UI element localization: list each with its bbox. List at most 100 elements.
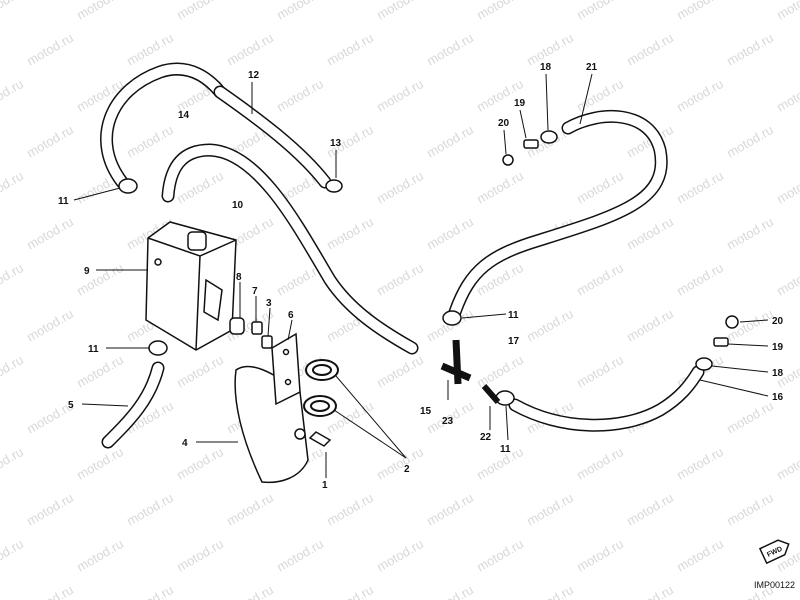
watermark-text: motod.ru [0, 260, 26, 299]
clamp-11c [442, 310, 462, 326]
clamps-2 [303, 359, 339, 417]
clamp-11b [148, 340, 168, 356]
watermark-text: motod.ru [74, 536, 126, 575]
watermark-text: motod.ru [774, 168, 800, 207]
callout-8: 8 [236, 272, 242, 283]
clamp-11d [495, 390, 515, 406]
callout-17: 17 [508, 336, 520, 347]
watermark-text: motod.ru [374, 444, 426, 483]
watermark-text: motod.ru [374, 0, 426, 23]
watermark-text: motod.ru [574, 76, 626, 115]
watermark-text: motod.ru [174, 352, 226, 391]
watermark-text: motod.ru [74, 352, 126, 391]
callout-14: 14 [178, 110, 190, 121]
watermark-text: motod.ru [24, 582, 76, 600]
watermark-text: motod.ru [574, 444, 626, 483]
watermark-text: motod.ru [674, 536, 726, 575]
watermark-text: motod.ru [424, 122, 476, 161]
watermark-text: motod.ru [424, 490, 476, 529]
watermark-text: motod.ru [374, 168, 426, 207]
callout-21: 21 [586, 62, 598, 73]
callout-23: 23 [442, 416, 454, 427]
watermark-text: motod.ru [574, 352, 626, 391]
watermark-text: motod.ru [274, 76, 326, 115]
watermark-text: motod.ru [0, 444, 26, 483]
watermark-text: motod.ru [524, 306, 576, 345]
watermark-text: motod.ru [724, 398, 776, 437]
callout-20-right: 20 [772, 316, 784, 327]
callout-1: 1 [322, 480, 328, 491]
watermark-text: motod.ru [624, 490, 676, 529]
callout-2: 2 [404, 464, 410, 475]
diagram-reference: IMP00122 [754, 580, 796, 590]
watermark-text: motod.ru [324, 30, 376, 69]
callout-10: 10 [232, 200, 244, 211]
watermark-text: motod.ru [124, 582, 176, 600]
watermark-text: motod.ru [424, 582, 476, 600]
watermark-text: motod.ru [474, 352, 526, 391]
watermark-text: motod.ru [624, 306, 676, 345]
watermark-text: motod.ru [124, 490, 176, 529]
fwd-arrow-icon: FWD [758, 539, 790, 565]
watermark-text: motod.ru [24, 306, 76, 345]
watermark-text: motod.ru [0, 76, 26, 115]
watermark-text: motod.ru [674, 168, 726, 207]
callout-7: 7 [252, 286, 258, 297]
watermark-text: motod.ru [174, 536, 226, 575]
valve-19b [713, 337, 729, 347]
watermark-text: motod.ru [424, 214, 476, 253]
watermark-text: motod.ru [124, 30, 176, 69]
callout-11-left: 11 [88, 344, 99, 355]
watermark-text: motod.ru [24, 30, 76, 69]
watermark-text: motod.ru [574, 0, 626, 23]
watermark-text: motod.ru [324, 490, 376, 529]
clamp-18b [695, 357, 713, 371]
spring-22 [481, 384, 501, 404]
callout-5: 5 [68, 400, 74, 411]
watermark-text: motod.ru [0, 0, 26, 23]
callout-18: 18 [540, 62, 552, 73]
charcoal-canister [145, 221, 237, 351]
callout-15: 15 [420, 406, 432, 417]
watermark-text: motod.ru [524, 490, 576, 529]
callout-20: 20 [498, 118, 510, 129]
watermark-text: motod.ru [74, 260, 126, 299]
callout-12: 12 [248, 70, 260, 81]
watermark-text: motod.ru [24, 214, 76, 253]
watermark-text: motod.ru [624, 30, 676, 69]
watermark-text: motod.ru [624, 582, 676, 600]
callout-3: 3 [266, 298, 272, 309]
t-piece-15 [440, 339, 472, 385]
watermark-text: motod.ru [574, 168, 626, 207]
watermark-text: motod.ru [0, 536, 26, 575]
watermark-text: motod.ru [624, 214, 676, 253]
watermark-text: motod.ru [174, 444, 226, 483]
watermark-text: motod.ru [0, 352, 26, 391]
callout-11-bottom: 11 [500, 444, 511, 455]
watermark-text: motod.ru [724, 122, 776, 161]
nut-3 [261, 335, 273, 349]
screw-1 [308, 431, 332, 447]
watermark-text: motod.ru [774, 260, 800, 299]
callout-22: 22 [480, 432, 492, 443]
watermark-text: motod.ru [374, 536, 426, 575]
watermark-text: motod.ru [324, 582, 376, 600]
watermark-text: motod.ru [24, 122, 76, 161]
watermark-text: motod.ru [374, 260, 426, 299]
watermark-text: motod.ru [774, 76, 800, 115]
watermark-text: motod.ru [274, 536, 326, 575]
valve-19a [523, 139, 539, 149]
watermark-text: motod.ru [374, 76, 426, 115]
callout-9: 9 [84, 266, 90, 277]
plate-6 [271, 332, 301, 406]
grommet-8 [229, 317, 245, 335]
watermark-text: motod.ru [774, 444, 800, 483]
callout-16: 16 [772, 392, 784, 403]
callout-19: 19 [514, 98, 526, 109]
callout-19-right: 19 [772, 342, 784, 353]
watermark-text: motod.ru [224, 582, 276, 600]
watermark-text: motod.ru [474, 168, 526, 207]
watermark-text: motod.ru [574, 260, 626, 299]
